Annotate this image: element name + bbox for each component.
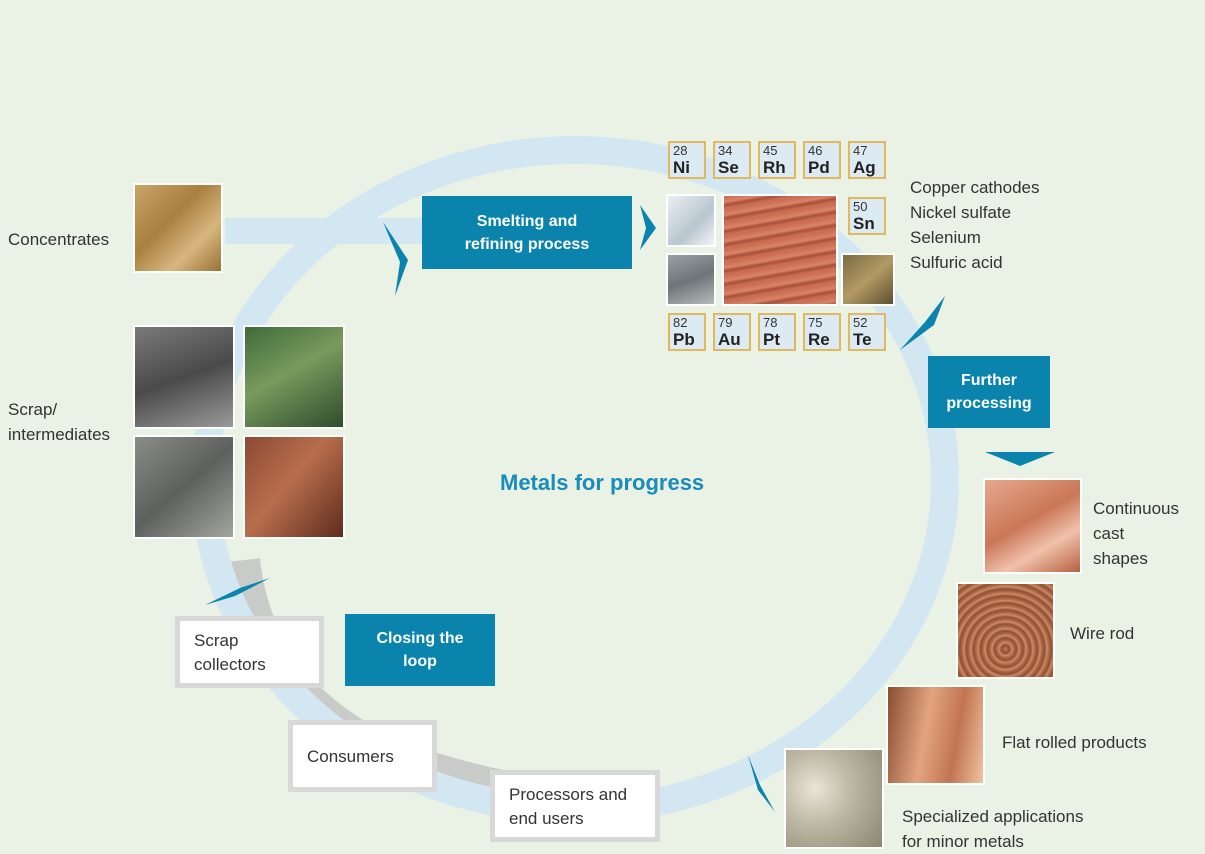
concentrates-photo [133, 183, 223, 273]
product-sulfuric-acid: Sulfuric acid [910, 253, 1003, 272]
closing-loop-step: Closing the loop [345, 614, 495, 686]
specialized-line1: Specialized applications [902, 807, 1084, 826]
concentrates-flow-band [225, 218, 445, 244]
further-line2: processing [946, 395, 1032, 412]
specialized-label: Specialized applications for minor metal… [902, 804, 1083, 854]
diagram-title: Metals for progress [500, 470, 705, 495]
closing-line1: Closing the [376, 630, 464, 647]
consumers-label: Consumers [307, 747, 394, 766]
continuous-line2: cast [1093, 524, 1125, 543]
scrap-label-line2: intermediates [8, 425, 111, 444]
product-copper-cathodes: Copper cathodes [910, 178, 1040, 197]
scrap-photo-copper-wire [243, 435, 345, 539]
scrap-label: Scrap/ intermediates [8, 397, 110, 447]
smelting-line1: Smelting and [476, 212, 578, 230]
closing-line2: loop [403, 653, 437, 670]
continuous-line3: shapes [1093, 549, 1148, 568]
processors-box: Processors and end users [490, 770, 660, 842]
scrap-photo-circuit-boards [243, 325, 345, 429]
processors-line2: end users [509, 809, 584, 828]
wire-rod-label: Wire rod [1070, 624, 1135, 643]
scrap-collectors-box: Scrap collectors [175, 616, 324, 688]
nickel-sulfate-bag-photo [666, 194, 716, 247]
flat-rolled-photo [886, 685, 985, 785]
ingots-photo [666, 253, 716, 306]
further-line1: Further [960, 372, 1017, 389]
arrow-into-smelting [383, 222, 408, 296]
arrow-to-scrap-photos [205, 578, 270, 605]
continuous-line1: Continuous [1093, 499, 1180, 518]
continuous-cast-label: Continuous cast shapes [1093, 496, 1179, 571]
gold-bar-photo [841, 253, 895, 306]
copper-cathodes-photo [722, 194, 838, 306]
flat-rolled-label: Flat rolled products [1002, 733, 1147, 752]
scrap-collectors-line2: collectors [194, 655, 266, 674]
arrow-down-products [985, 452, 1055, 466]
main-products-list: Copper cathodes Nickel sulfate Selenium … [910, 175, 1039, 275]
continuous-cast-photo [983, 478, 1082, 574]
scrap-collectors-line1: Scrap [194, 631, 239, 650]
scrap-photo-slag [133, 435, 235, 539]
processors-line1: Processors and [509, 785, 628, 804]
arrow-out-smelting [640, 205, 656, 250]
concentrates-label: Concentrates [8, 230, 110, 249]
consumers-box: Consumers [288, 720, 437, 792]
scrap-label-line1: Scrap/ [8, 400, 58, 419]
specialized-line2: for minor metals [902, 832, 1024, 851]
scrap-photo-anodes [133, 325, 235, 429]
wire-rod-photo [956, 582, 1055, 679]
further-processing-step: Further processing [928, 356, 1050, 428]
product-selenium: Selenium [910, 228, 981, 247]
specialized-photo [784, 748, 884, 849]
product-nickel-sulfate: Nickel sulfate [910, 203, 1012, 222]
smelting-refining-step: Smelting and refining process [422, 196, 632, 269]
smelting-line2: refining process [464, 235, 590, 253]
